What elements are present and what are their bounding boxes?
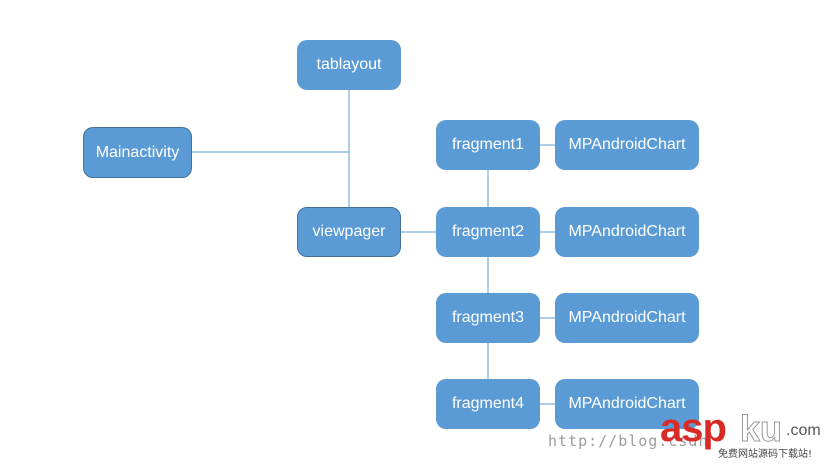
node-chart-1: MPAndroidChart — [555, 120, 699, 170]
node-fragment1: fragment1 — [436, 120, 540, 170]
watermark-url: http://blog.csdn — [548, 432, 709, 450]
node-tablayout: tablayout — [297, 40, 401, 90]
node-chart-2: MPAndroidChart — [555, 207, 699, 257]
node-fragment3: fragment3 — [436, 293, 540, 343]
node-chart-4: MPAndroidChart — [555, 379, 699, 429]
watermark-logo: asp ku .com 免费网站源码下载站! — [660, 400, 825, 464]
node-chart-3: MPAndroidChart — [555, 293, 699, 343]
watermark-tagline: 免费网站源码下载站! — [718, 449, 813, 460]
watermark-logo-ku: ku — [739, 408, 783, 450]
node-fragment2: fragment2 — [436, 207, 540, 257]
node-mainactivity: Mainactivity — [83, 127, 192, 178]
watermark-logo-asp: asp — [660, 406, 727, 450]
node-viewpager: viewpager — [297, 207, 401, 257]
node-fragment4: fragment4 — [436, 379, 540, 429]
watermark-logo-com: .com — [786, 422, 821, 439]
